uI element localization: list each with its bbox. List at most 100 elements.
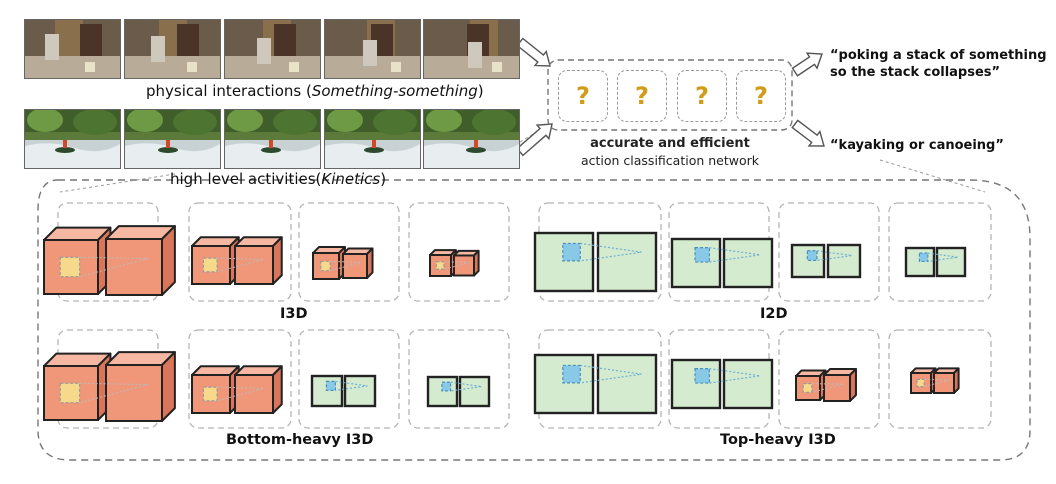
video-frame-something-something — [24, 19, 121, 79]
kernel-projection — [811, 383, 844, 393]
cube-block — [234, 236, 283, 285]
block-card — [408, 329, 510, 429]
unknown-block-3: ? — [677, 70, 727, 122]
block-card — [57, 329, 159, 429]
cube-block — [429, 249, 457, 277]
cube-block — [191, 236, 240, 285]
block-card — [188, 202, 292, 302]
cube-block — [234, 365, 283, 414]
caption-physical-interactions: physical interactions (Something-somethi… — [146, 82, 484, 100]
cube-front — [453, 254, 475, 277]
block-card — [298, 329, 400, 429]
question-mark: ? — [754, 82, 768, 110]
network-label: accurate and efficient action classifica… — [560, 134, 780, 169]
arrow-icon — [516, 123, 553, 157]
cube-front — [933, 372, 955, 394]
cube-block — [453, 249, 480, 277]
connector-line-left — [59, 173, 176, 193]
kernel-3d — [202, 386, 218, 402]
kernel-projection — [450, 381, 482, 392]
plane-2d — [935, 246, 967, 278]
network-subtitle: action classification network — [580, 153, 760, 168]
plane-2d — [596, 231, 658, 293]
cube-block — [105, 225, 176, 296]
plane-2d — [722, 237, 774, 289]
cube-block — [43, 352, 112, 421]
kernel-3d — [435, 261, 445, 270]
video-frame-kinetics — [324, 109, 421, 169]
unknown-block-1: ? — [558, 70, 608, 122]
cube-block — [823, 368, 857, 402]
kernel-2d — [694, 368, 711, 384]
cube-side — [272, 365, 283, 414]
cube-block — [105, 351, 176, 422]
kernel-2d — [918, 252, 929, 263]
kernel-2d — [441, 381, 452, 392]
plane-2d — [533, 353, 595, 415]
kernel-projection — [79, 256, 149, 278]
kernel-projection — [924, 378, 950, 388]
block-card — [188, 329, 292, 429]
plane-2d — [826, 243, 862, 279]
video-frame-something-something — [423, 19, 520, 79]
cube-block — [795, 369, 827, 401]
cube-front — [105, 238, 163, 296]
variant-label-bottom-heavy: Bottom-heavy I3D — [226, 432, 374, 448]
cube-front — [823, 374, 851, 402]
kernel-projection — [580, 364, 642, 384]
kernel-3d — [59, 256, 81, 278]
block-card — [668, 329, 770, 429]
kernel-3d — [59, 382, 81, 404]
kernel-projection — [79, 382, 149, 404]
cube-block — [933, 367, 960, 394]
cube-block — [910, 367, 937, 394]
kernel-projection — [709, 368, 761, 384]
cube-block — [342, 247, 374, 279]
kernel-projection — [335, 380, 368, 391]
kernel-2d — [806, 250, 818, 261]
video-frame-kinetics — [423, 109, 520, 169]
kernel-3d — [916, 378, 925, 388]
plane-2d — [426, 375, 459, 408]
cube-side — [272, 236, 283, 285]
kernel-3d — [802, 383, 813, 393]
plane-2d — [670, 358, 722, 410]
block-card — [298, 202, 400, 302]
variant-label-i3d: I3D — [280, 306, 308, 322]
plane-2d — [670, 237, 722, 289]
kernel-2d — [562, 364, 581, 384]
plane-2d — [790, 243, 826, 279]
cube-side — [161, 351, 176, 422]
plane-2d — [533, 231, 595, 293]
cube-front — [105, 364, 163, 422]
kernel-3d — [202, 257, 218, 273]
arrow-icon — [791, 52, 823, 77]
video-frame-kinetics — [224, 109, 321, 169]
kernel-2d — [325, 380, 336, 391]
output-label-activities: “kayaking or canoeing” — [830, 138, 1004, 153]
question-mark: ? — [635, 82, 649, 110]
cube-block — [191, 365, 240, 414]
plane-2d — [310, 374, 344, 408]
block-card — [778, 329, 880, 429]
variant-label-top-heavy: Top-heavy I3D — [720, 432, 836, 448]
arrow-icon — [791, 119, 825, 147]
block-card — [888, 202, 992, 302]
unknown-block-2: ? — [617, 70, 667, 122]
video-frame-something-something — [224, 19, 321, 79]
cube-side — [161, 225, 176, 296]
video-frame-something-something — [324, 19, 421, 79]
block-card — [778, 202, 880, 302]
arrow-icon — [516, 37, 551, 67]
cube-block — [312, 246, 346, 280]
architecture-panel — [37, 179, 1031, 461]
block-card — [57, 202, 159, 302]
cube-front — [795, 375, 821, 401]
kernel-projection — [330, 260, 362, 272]
question-mark: ? — [695, 82, 709, 110]
video-frame-kinetics — [24, 109, 121, 169]
connector-line-right — [879, 159, 986, 193]
plane-2d — [343, 374, 377, 408]
